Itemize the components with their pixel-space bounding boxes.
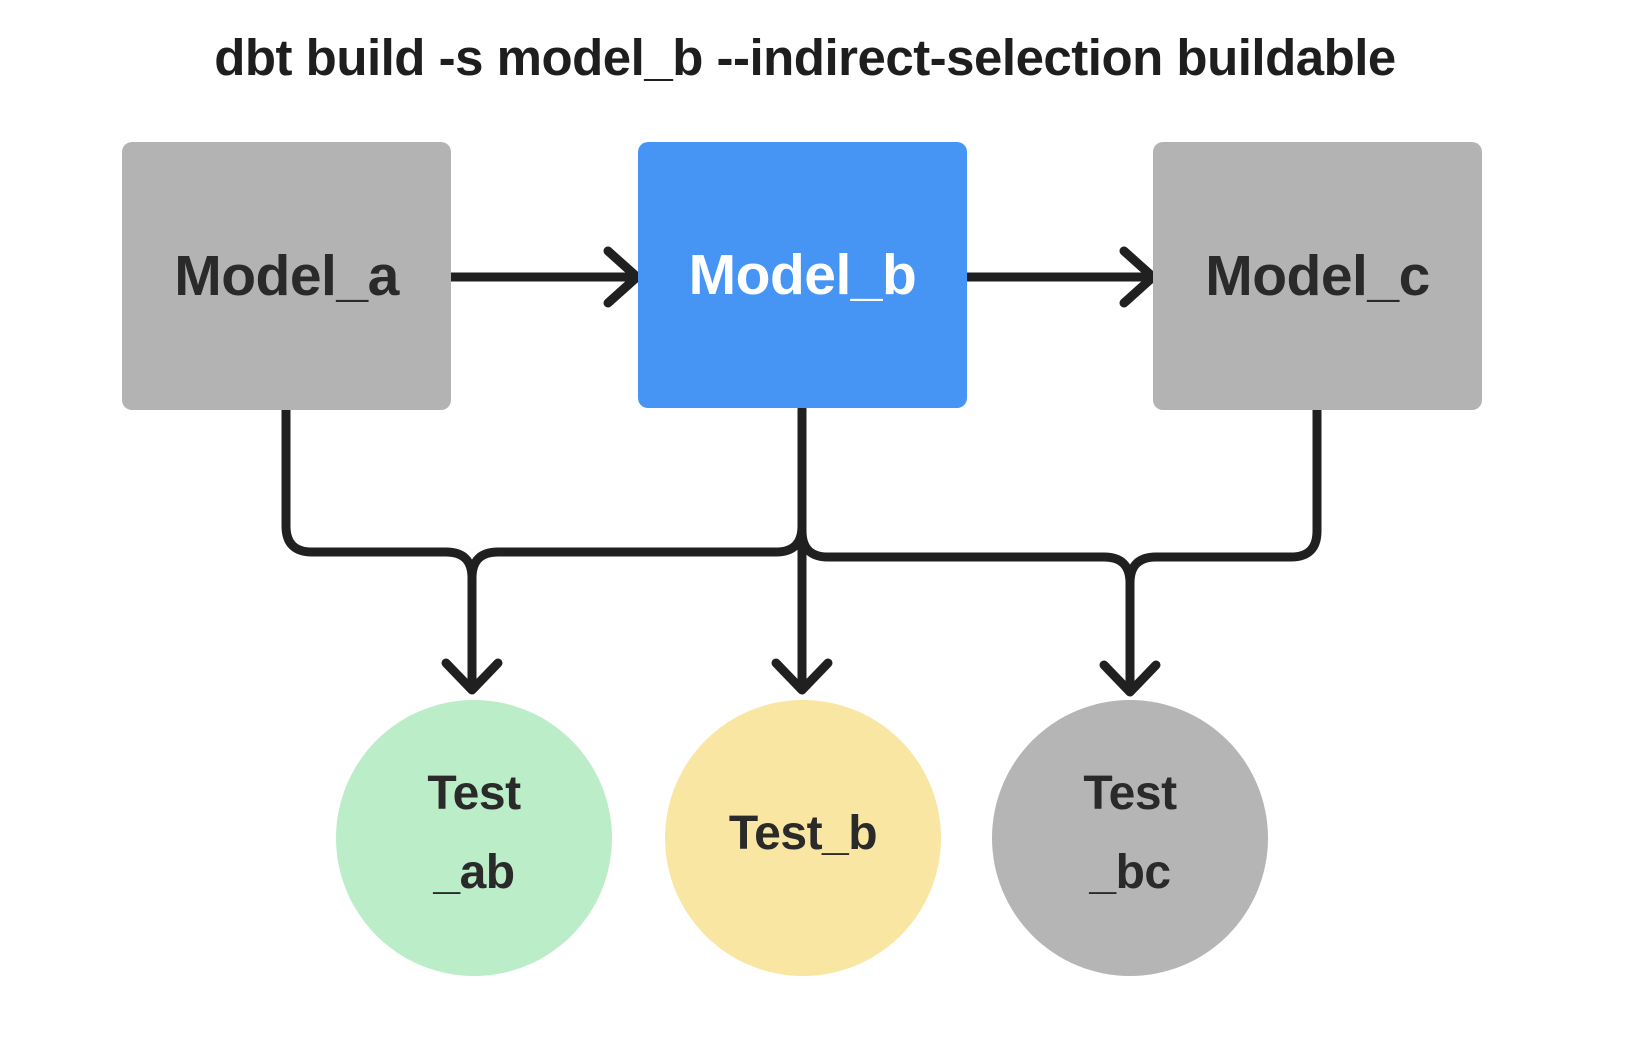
node-model-b-label: Model_b [688,243,917,307]
edge-model-a-to-model-b [445,246,642,308]
node-test-ab: Test _ab [336,700,612,976]
diagram-title: dbt build -s model_b --indirect-selectio… [214,29,1396,86]
arrowhead-test-b [771,658,833,695]
node-model-c: Model_c [1153,142,1482,410]
edge-model-b-to-test-bc [797,405,1135,695]
arrowhead-test-bc [1099,660,1161,697]
node-model-a: Model_a [122,142,451,410]
edge-model-b-to-test-ab [467,405,807,692]
arrowhead-test-ab [441,658,503,695]
edge-model-b-to-model-c [962,246,1158,308]
node-test-bc: Test _bc [992,700,1268,976]
node-test-ab-label: Test _ab [427,767,521,899]
node-test-b: Test_b [665,700,941,976]
node-model-a-label: Model_a [174,244,399,308]
node-model-c-label: Model_c [1205,244,1430,308]
node-model-b: Model_b [638,142,967,408]
node-test-b-label: Test_b [728,806,878,860]
edge-model-c-to-test-bc [1125,405,1322,695]
edge-model-a-to-test-ab [281,405,477,692]
node-test-bc-label: Test _bc [1083,767,1177,899]
